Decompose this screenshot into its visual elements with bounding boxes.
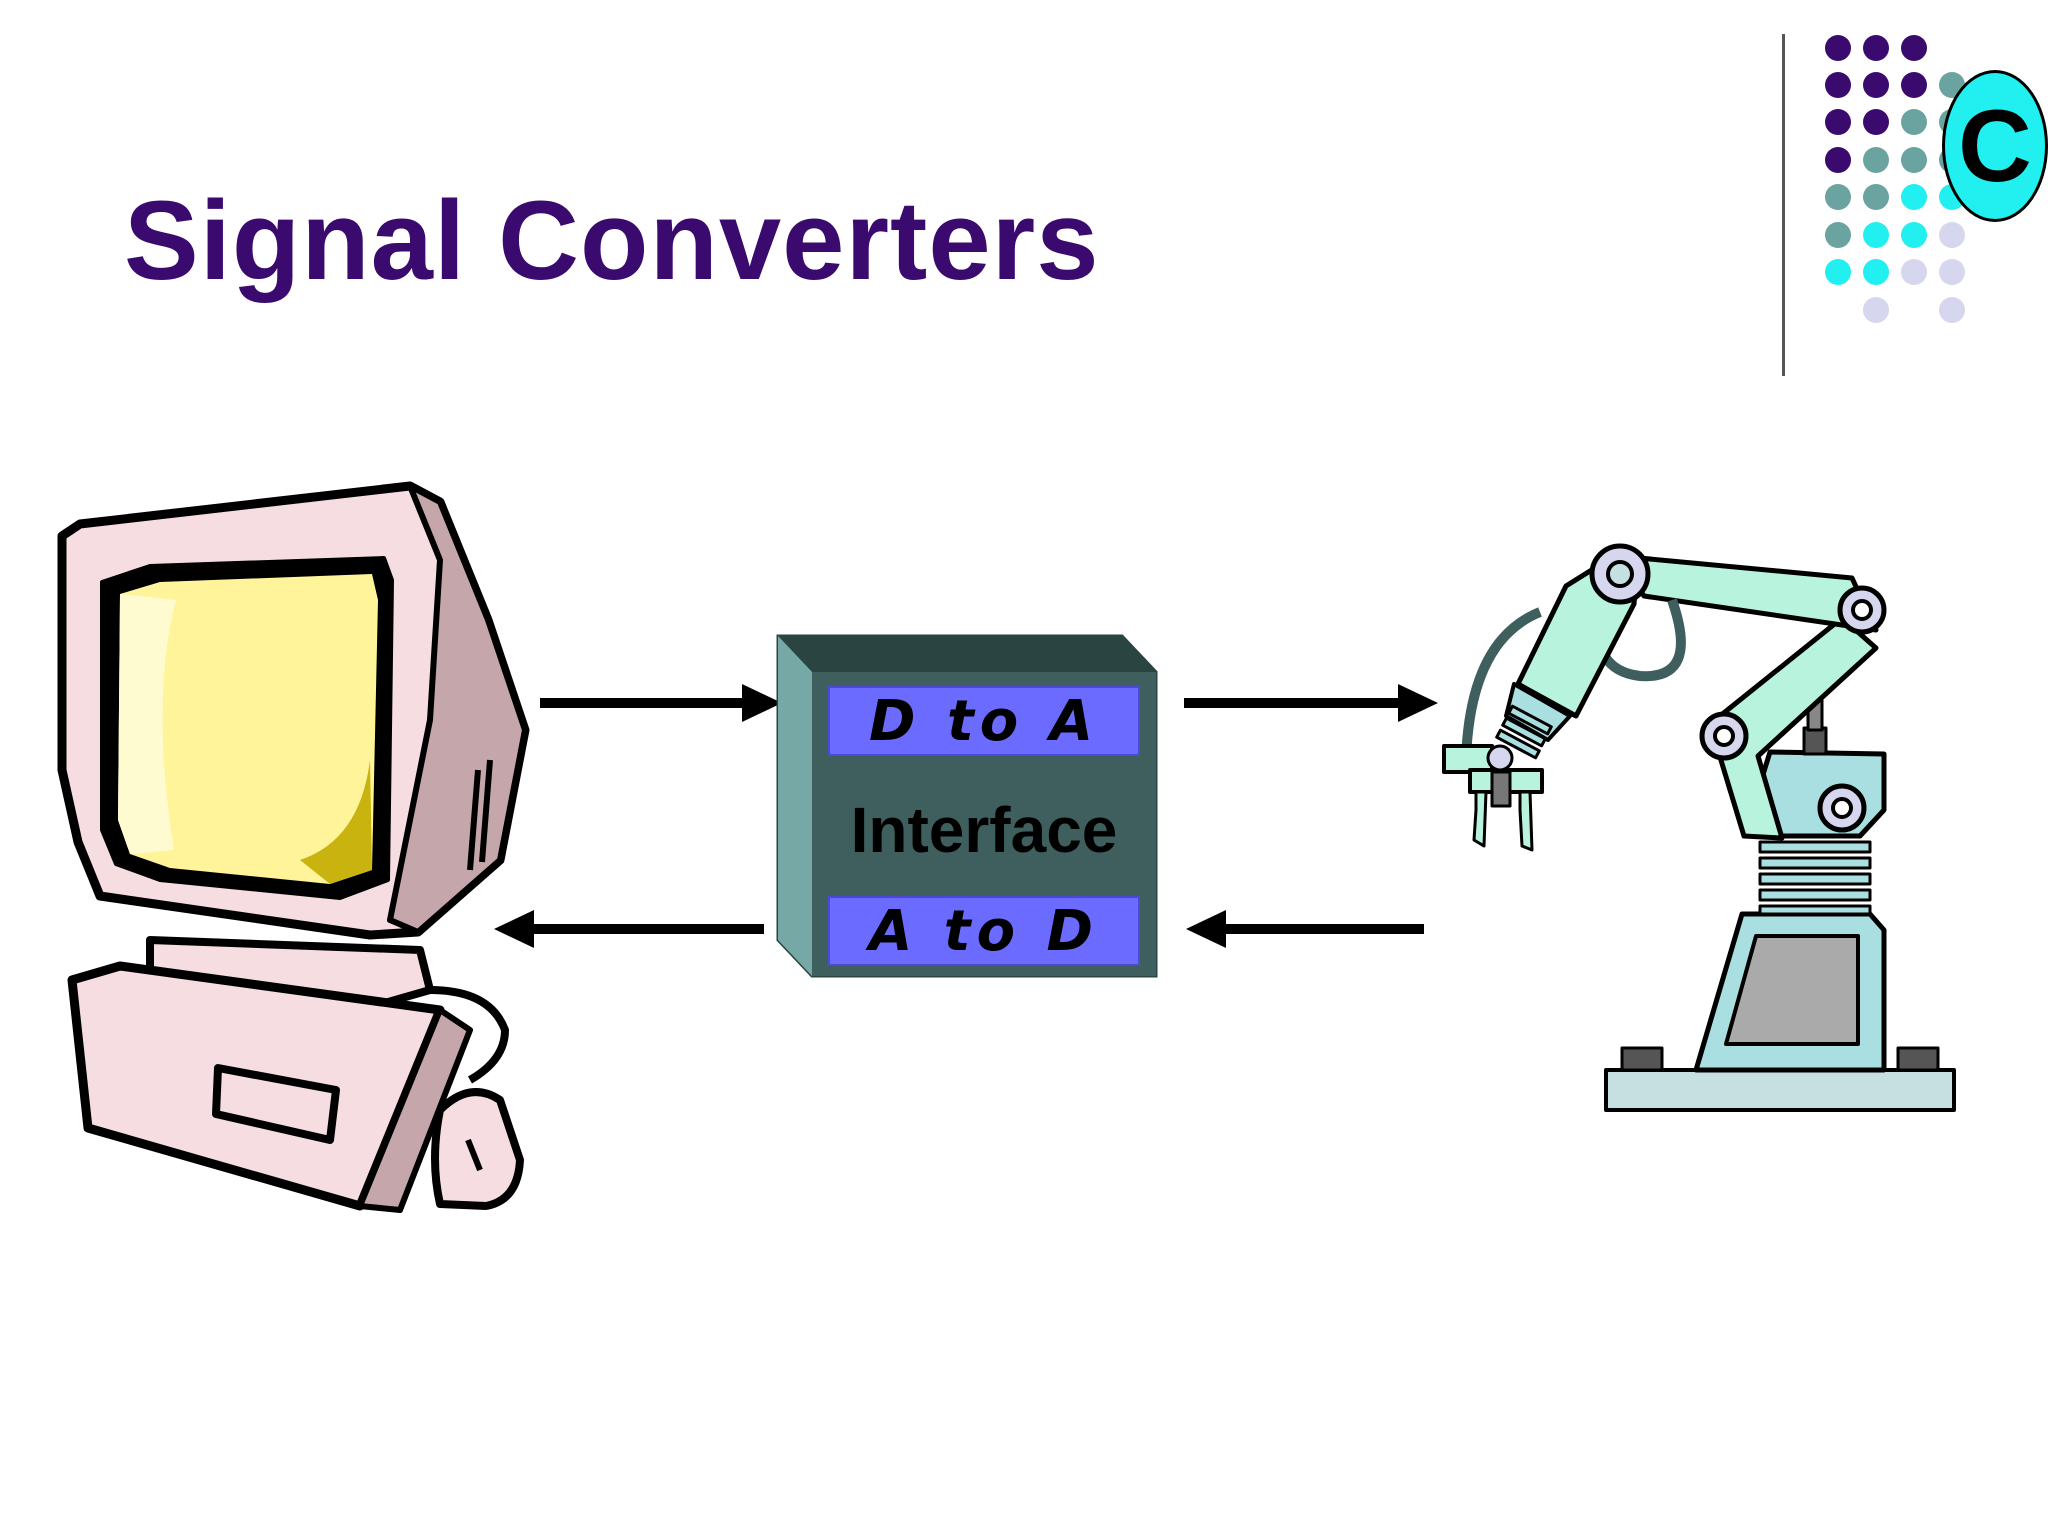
title-divider [1782,34,1785,376]
a-to-d-label: A to D [828,896,1140,966]
slide-title: Signal Converters [124,178,1100,303]
decorative-dot-grid [1825,35,1965,323]
d-to-a-label: D to A [828,686,1140,756]
arrow-robot-to-interface [1186,910,1424,948]
arrow-computer-to-interface [540,684,782,722]
computer-icon [57,481,530,1213]
robot-arm-icon [1442,543,1956,1112]
interface-label: Interface [850,794,1118,866]
arrow-interface-to-robot [1184,684,1438,722]
section-badge: C [1942,70,2048,222]
arrow-interface-to-computer [494,910,764,948]
